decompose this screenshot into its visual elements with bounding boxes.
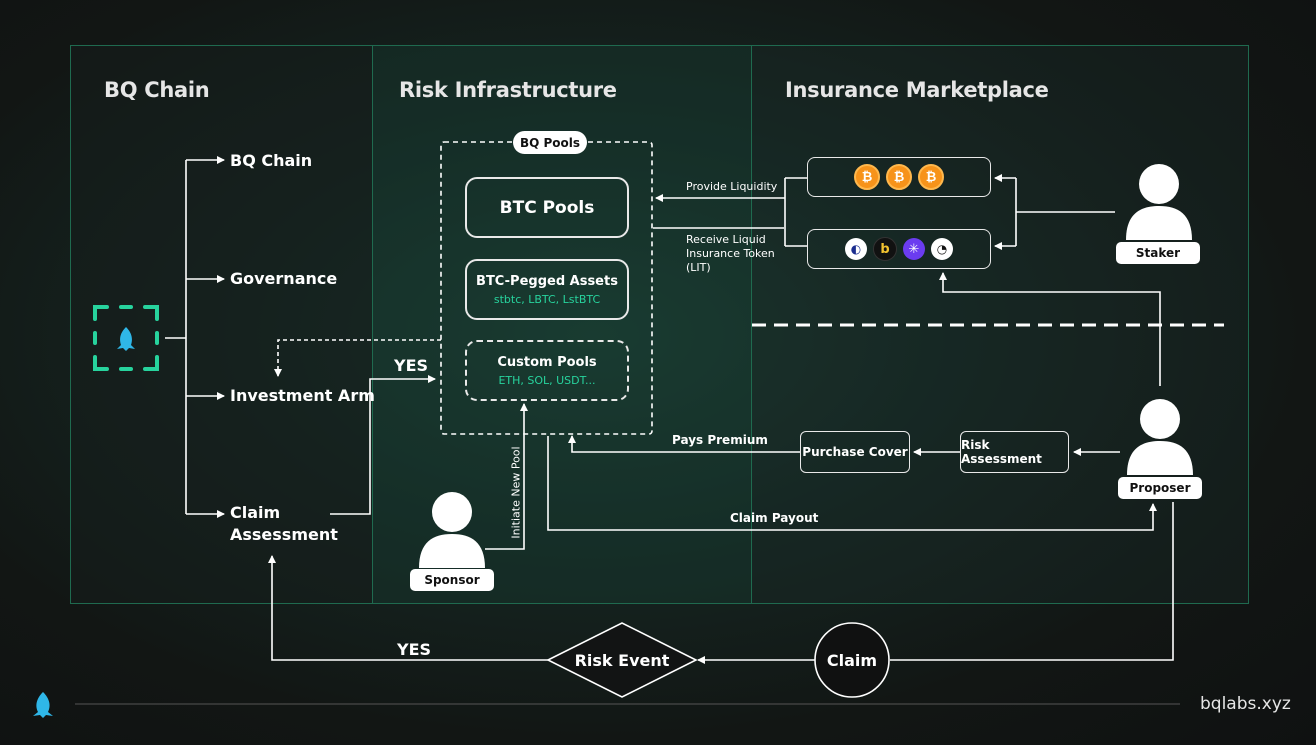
claim-payout-label: Claim Payout: [730, 511, 819, 525]
bq-pools-label: BQ Pools: [513, 131, 587, 154]
lst-token-box: ◐ b ✳ ◔: [807, 229, 991, 269]
bitcoin-icon: ₿: [854, 164, 880, 190]
lst-token-icon: b: [873, 237, 897, 261]
bitcoin-icon: ₿: [886, 164, 912, 190]
risk-event-label: Risk Event: [574, 651, 670, 670]
custom-pools-sub: ETH, SOL, USDT...: [498, 373, 596, 387]
sponsor-label: Sponsor: [410, 569, 494, 591]
btc-pegged-title: BTC-Pegged Assets: [476, 273, 618, 289]
btc-token-box: ₿ ₿ ₿: [807, 157, 991, 197]
branch-bq-chain: BQ Chain: [230, 151, 313, 170]
bq-chain-title: BQ Chain: [104, 78, 210, 102]
provide-liquidity-label: Provide Liquidity: [686, 180, 778, 193]
risk-infrastructure-title: Risk Infrastructure: [399, 78, 617, 102]
btc-pegged-sub: stbtc, LBTC, LstBTC: [493, 292, 601, 306]
sponsor-person-icon: [417, 490, 487, 568]
branch-governance: Governance: [230, 269, 338, 288]
staker-label: Staker: [1116, 242, 1200, 264]
branch-assessment-label: Assessment: [230, 525, 338, 544]
footer-bq-logo-icon: [30, 690, 56, 718]
receive-lit-line1: Receive Liquid: [686, 233, 766, 246]
staker-person-icon: [1124, 162, 1194, 240]
bq-logo-icon: [91, 303, 161, 373]
insurance-marketplace-title: Insurance Marketplace: [785, 78, 1049, 102]
lst-token-icon: ◔: [931, 238, 953, 260]
yes-top-label: YES: [394, 356, 429, 375]
risk-assessment-box: Risk Assessment: [960, 431, 1069, 473]
branch-investment-arm: Investment Arm: [230, 386, 375, 405]
custom-pools-title: Custom Pools: [497, 354, 597, 370]
receive-lit-line2: Insurance Token: [686, 247, 775, 260]
lst-token-icon: ◐: [845, 238, 867, 260]
branch-claim-label: Claim: [230, 503, 281, 522]
btc-pegged-box: BTC-Pegged Assets stbtc, LBTC, LstBTC: [465, 259, 629, 320]
proposer-label: Proposer: [1118, 477, 1202, 499]
lst-token-icon: ✳: [903, 238, 925, 260]
footer-site[interactable]: bqlabs.xyz: [1200, 694, 1291, 714]
initiate-new-pool-label: Initiate New Pool: [509, 446, 523, 539]
pays-premium-label: Pays Premium: [672, 433, 768, 447]
receive-lit-line3: (LIT): [686, 261, 711, 274]
claim-label: Claim: [826, 651, 878, 670]
btc-pools-box: BTC Pools: [465, 177, 629, 238]
btc-pools-title: BTC Pools: [499, 197, 595, 218]
bitcoin-icon: ₿: [918, 164, 944, 190]
purchase-cover-box: Purchase Cover: [800, 431, 910, 473]
yes-bottom-label: YES: [397, 640, 432, 659]
proposer-person-icon: [1125, 397, 1195, 475]
custom-pools-box: Custom Pools ETH, SOL, USDT...: [465, 340, 629, 401]
